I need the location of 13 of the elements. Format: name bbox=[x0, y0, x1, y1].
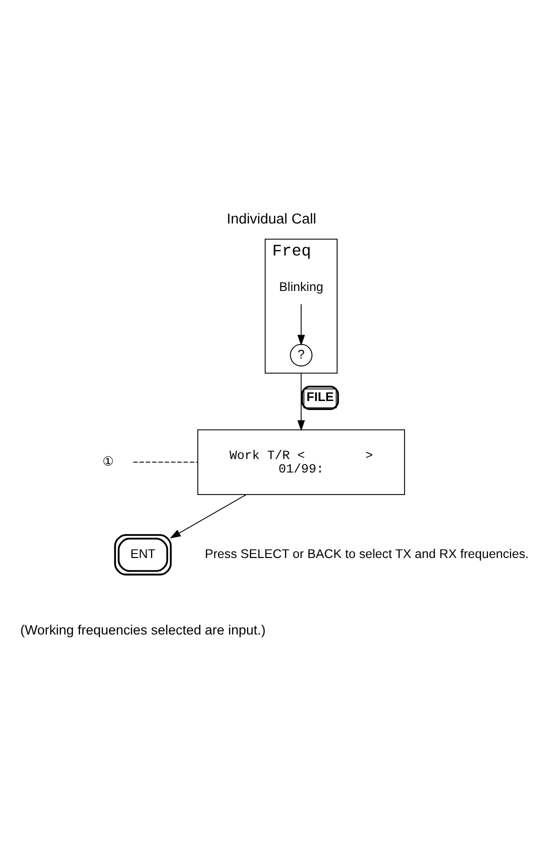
arrow bbox=[170, 494, 247, 538]
node-text: Blinking bbox=[279, 280, 324, 294]
node-box: Work T/R < > 01/99: bbox=[197, 428, 406, 494]
node-box: ENT bbox=[114, 534, 172, 575]
label: Press SELECT or BACK to select TX and RX frequencies. bbox=[204, 546, 529, 561]
caption: (Working frequencies selected are input.) bbox=[20, 622, 266, 637]
node-circle: ? bbox=[290, 343, 312, 366]
connector bbox=[132, 461, 198, 462]
diagram-title: Individual Call bbox=[226, 211, 316, 228]
arrow bbox=[297, 303, 305, 346]
arrow bbox=[297, 372, 305, 431]
node-text: ① bbox=[102, 454, 115, 468]
edge-label: FILE bbox=[306, 389, 334, 404]
